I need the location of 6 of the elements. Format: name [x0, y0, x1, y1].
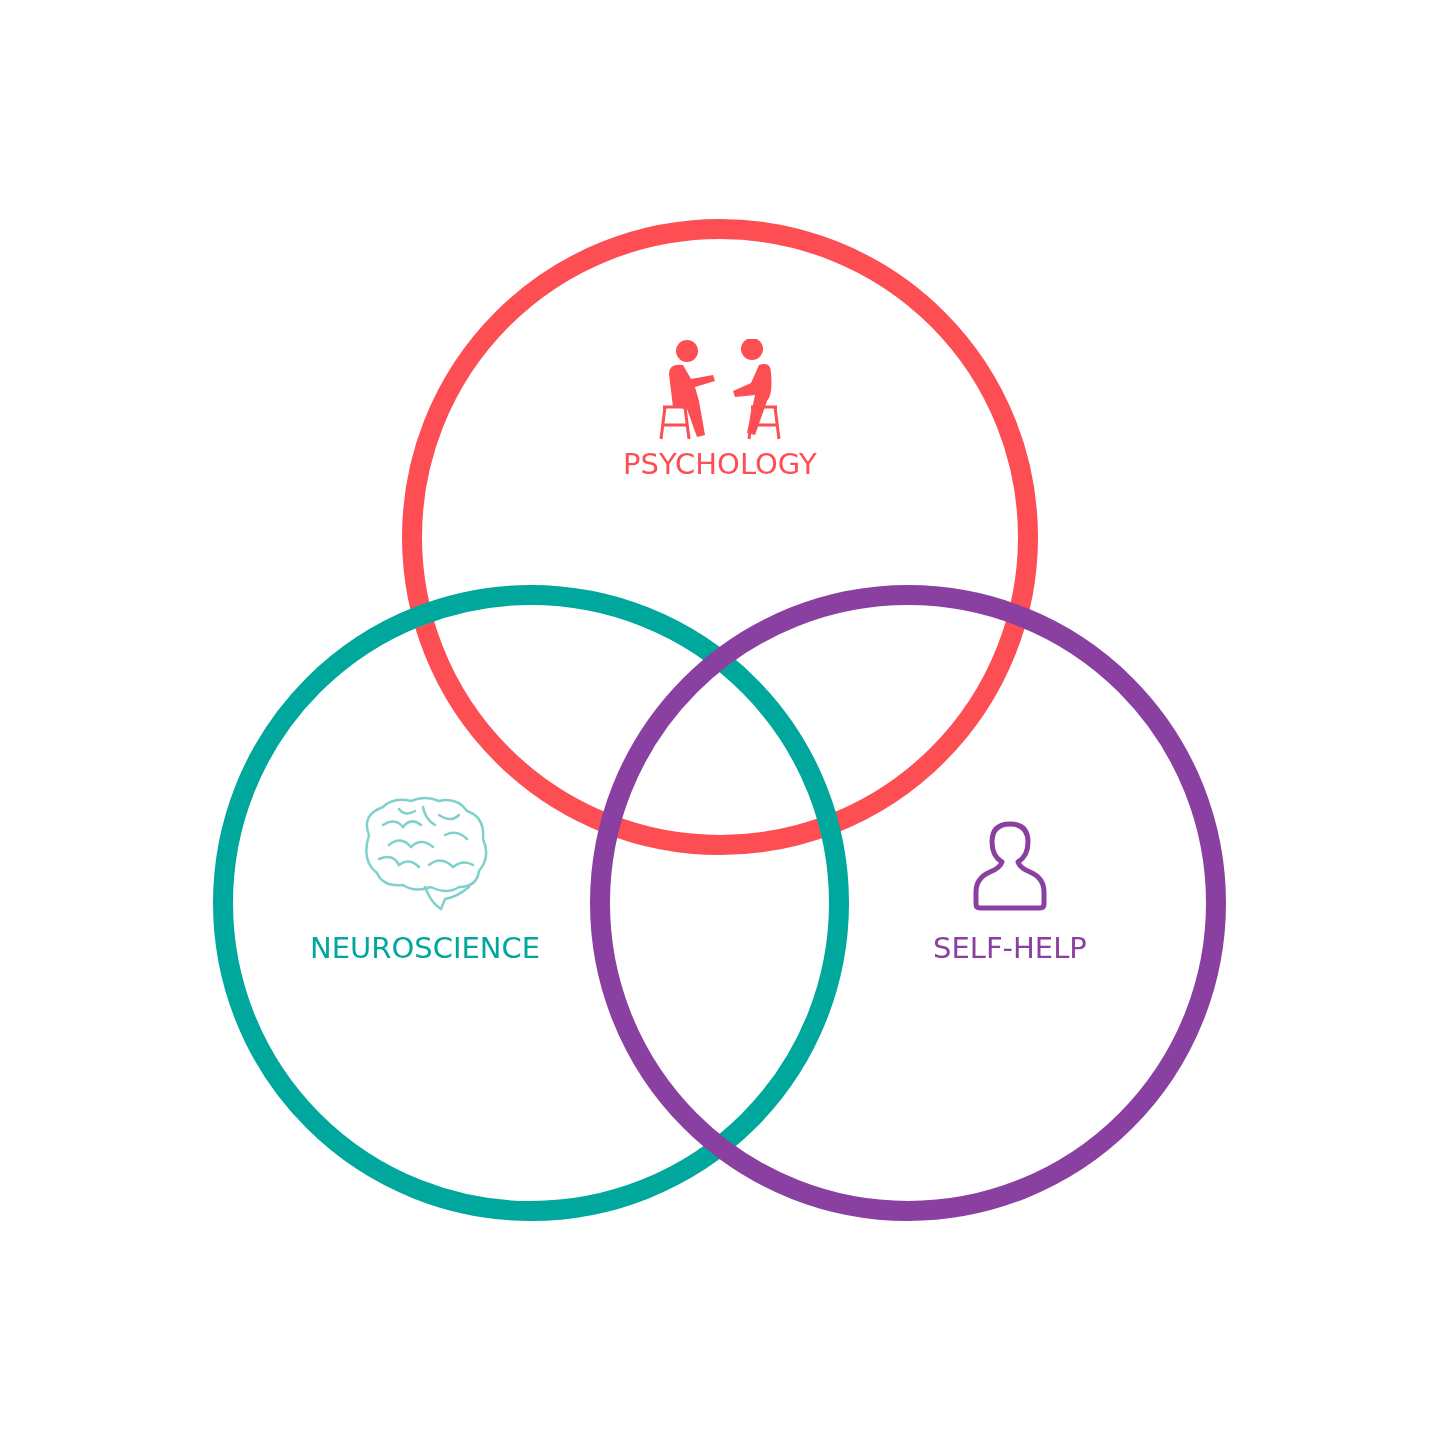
circle-label: SELF-HELP	[933, 930, 1087, 966]
venn-circle	[213, 585, 849, 1221]
venn-circle	[590, 585, 1226, 1221]
venn-circle	[402, 219, 1038, 855]
circle-label: NEUROSCIENCE	[310, 930, 541, 966]
circle-label: PSYCHOLOGY	[623, 446, 817, 482]
